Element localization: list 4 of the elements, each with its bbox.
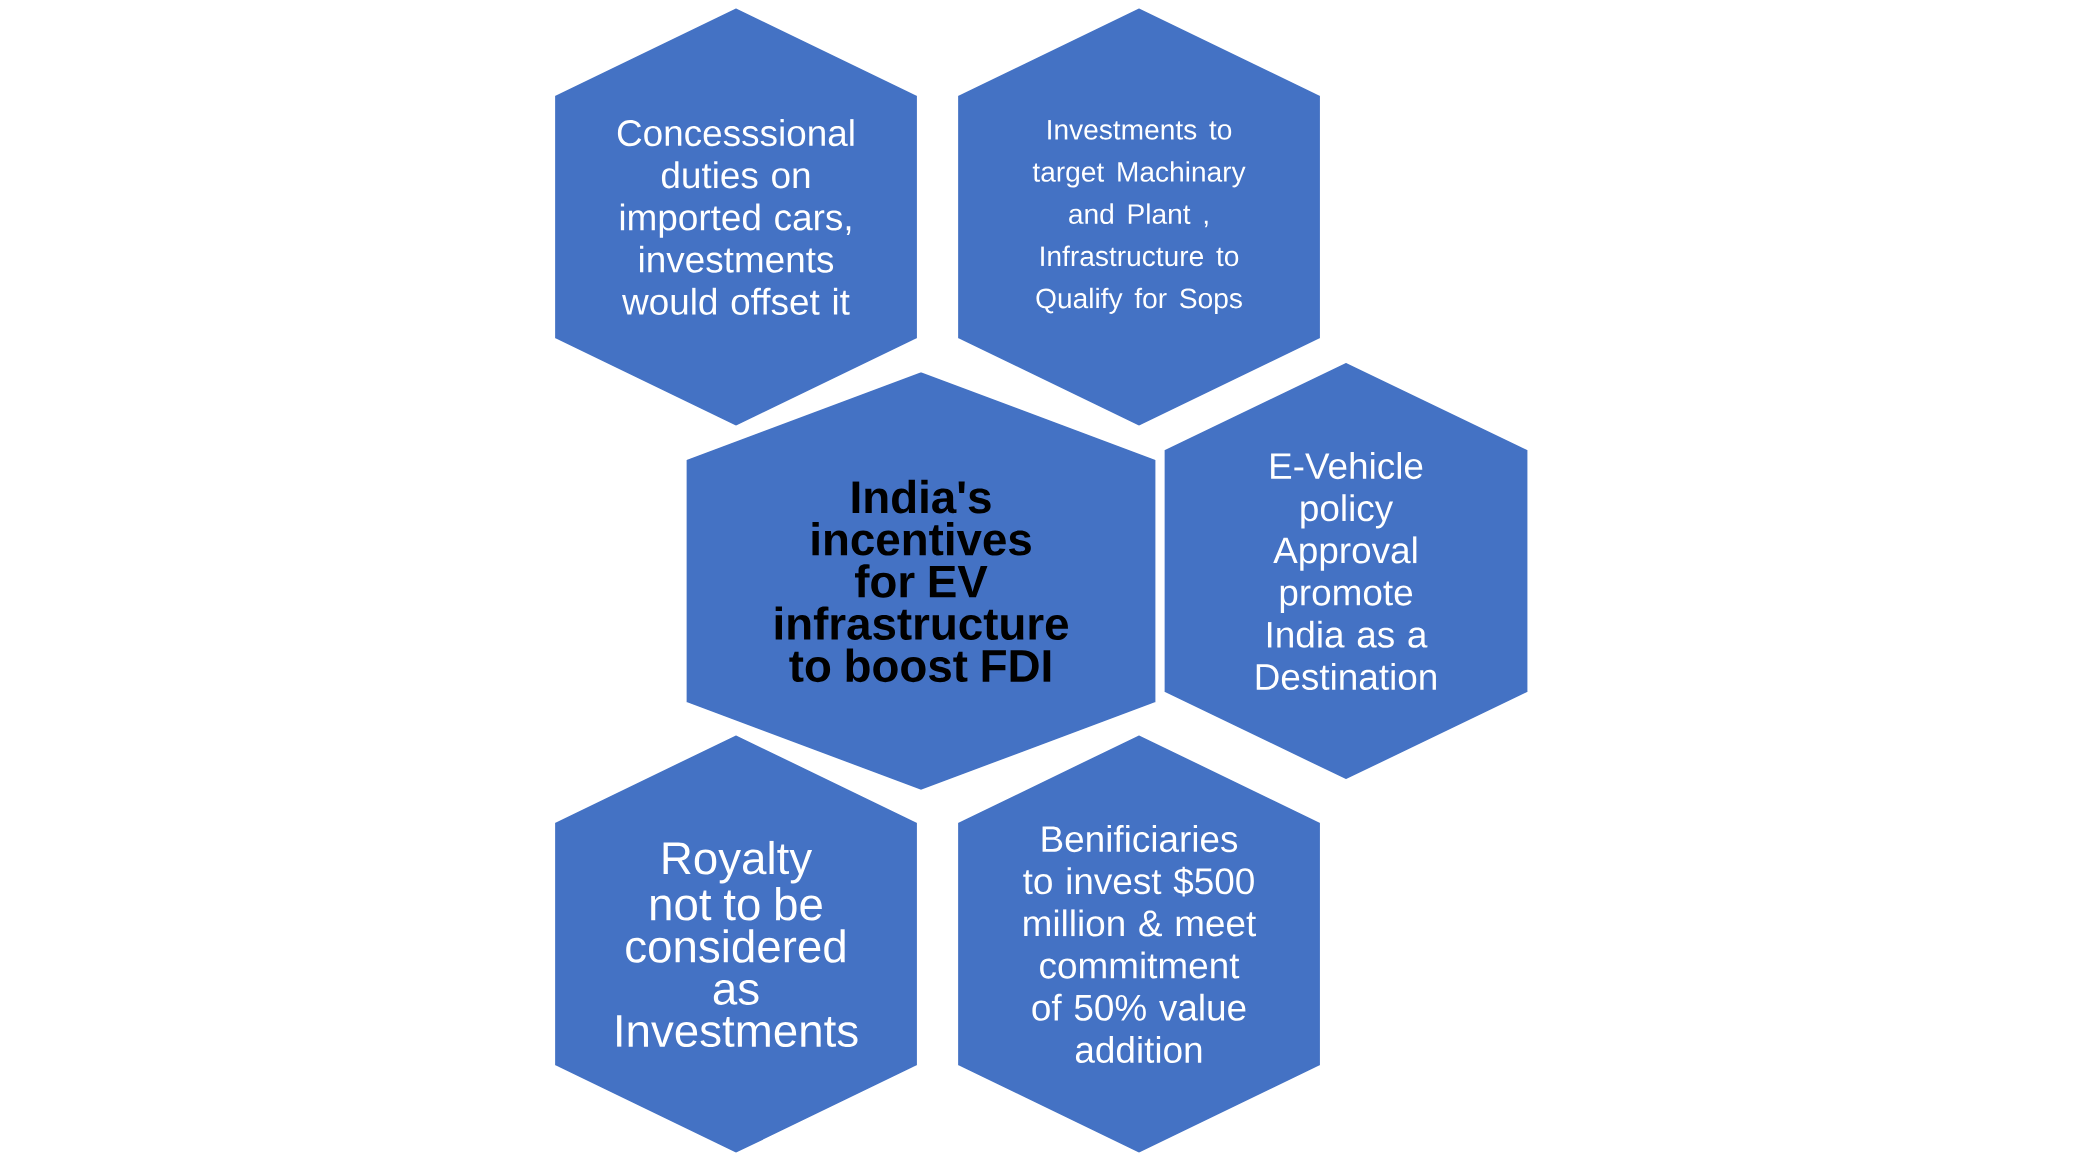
hexagon: Benificiaries to invest $500 million & meet commitment of 50% value addition: [953, 730, 1325, 1158]
hexagon: E-Vehicle policy Approval promote India as a Destination: [1160, 358, 1532, 784]
hexagon: Royalty not to be considered as Investments: [550, 730, 922, 1158]
hexagon: India's incentives for EV infrastructure to boost FDI: [682, 367, 1160, 795]
